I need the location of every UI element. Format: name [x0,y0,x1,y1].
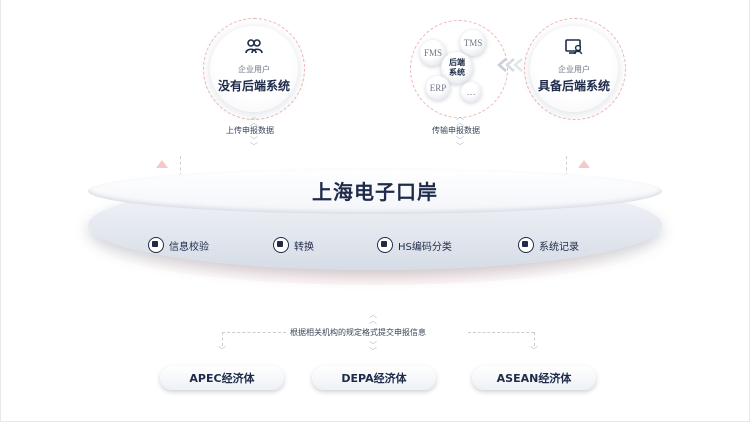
left-chevron-up-icon: ︿︿ [250,112,258,127]
right-user-subtitle: 企业用户 [558,65,590,74]
right-user-title: 具备后端系统 [537,79,610,93]
hs-code-icon [377,237,393,253]
convert-icon [273,237,289,253]
economy-apec: APEC经济体 [160,366,284,390]
left-drop-chevron-icon: ﹀ [218,346,226,355]
right-chevron-up-icon: ︿︿ [456,112,464,127]
decor-arrow-up-icon [578,160,590,168]
right-drop-chevron-icon: ﹀ [530,346,538,355]
verify-icon [148,237,164,253]
feature-record: 系统记录 [518,235,579,255]
left-user-ring [203,18,305,120]
tms-circle: TMS [460,30,486,56]
center-drop-chevron-icon: ﹀﹀ [369,341,377,356]
erp-circle: ERP [426,76,450,100]
users-icon [245,39,263,54]
distribution-line-right [468,332,534,333]
feature-label: HS编码分类 [398,241,452,253]
economy-depa: DEPA经济体 [312,366,436,390]
distribution-drop-left [222,332,223,346]
right-chevron-down-icon: ﹀﹀ [456,136,464,151]
systems-ring [410,20,508,118]
feature-label: 信息校验 [169,241,209,253]
feature-hs-code: HS编码分类 [377,235,452,255]
record-icon [518,237,534,253]
decor-line [180,156,181,176]
feature-label: 转换 [294,241,314,253]
left-user-bubble [210,26,298,112]
feature-verify: 信息校验 [148,235,209,255]
left-user-title: 没有后端系统 [217,79,290,93]
feature-label: 系统记录 [539,241,579,253]
right-user-ring [524,18,626,120]
platform-title: 上海电子口岸 [312,180,438,204]
feature-convert: 转换 [273,235,314,255]
decor-line [566,156,567,176]
right-flow-label: 传输申报数据 [432,126,480,135]
distribution-drop-right [534,332,535,346]
more-circle: … [461,82,481,102]
monitor-user-icon [565,39,583,55]
chevron-left-arrows-icon [497,58,523,72]
economy-asean: ASEAN经济体 [472,366,596,390]
distribution-line-left [222,332,286,333]
decor-arrow-up-icon [156,160,168,168]
left-user-subtitle: 企业用户 [238,65,270,74]
left-chevron-down-icon: ﹀﹀ [250,136,258,151]
bottom-chevron-up-icon: ︿︿ [369,310,377,325]
platform-top [88,168,662,214]
left-flow-label: 上传申报数据 [226,126,274,135]
distribution-label: 根据相关机构的规定格式提交申报信息 [290,328,426,337]
